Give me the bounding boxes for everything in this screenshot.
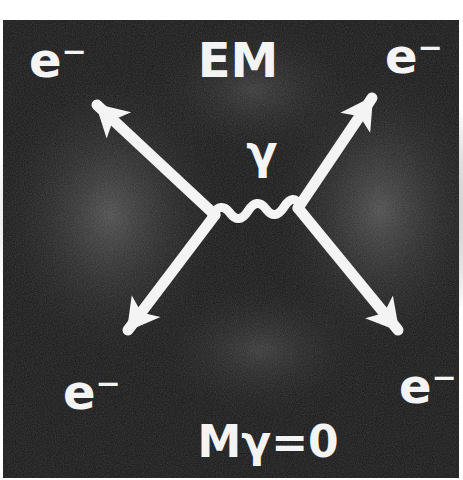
photon-line (212, 199, 300, 218)
electron-line (128, 215, 215, 330)
background (3, 20, 459, 478)
mass-label: Mγ=0 (197, 420, 338, 464)
grain (3, 20, 459, 478)
particle-label: e⁻ (63, 368, 121, 416)
force-label: EM (198, 36, 279, 84)
particle-label: e⁻ (399, 362, 457, 410)
electron-line (97, 105, 215, 215)
electron-line (298, 98, 372, 208)
particle-label: e⁻ (385, 32, 443, 80)
electron-line (298, 208, 398, 330)
particle-label: e⁻ (29, 36, 87, 84)
photon-label: γ (246, 129, 277, 175)
